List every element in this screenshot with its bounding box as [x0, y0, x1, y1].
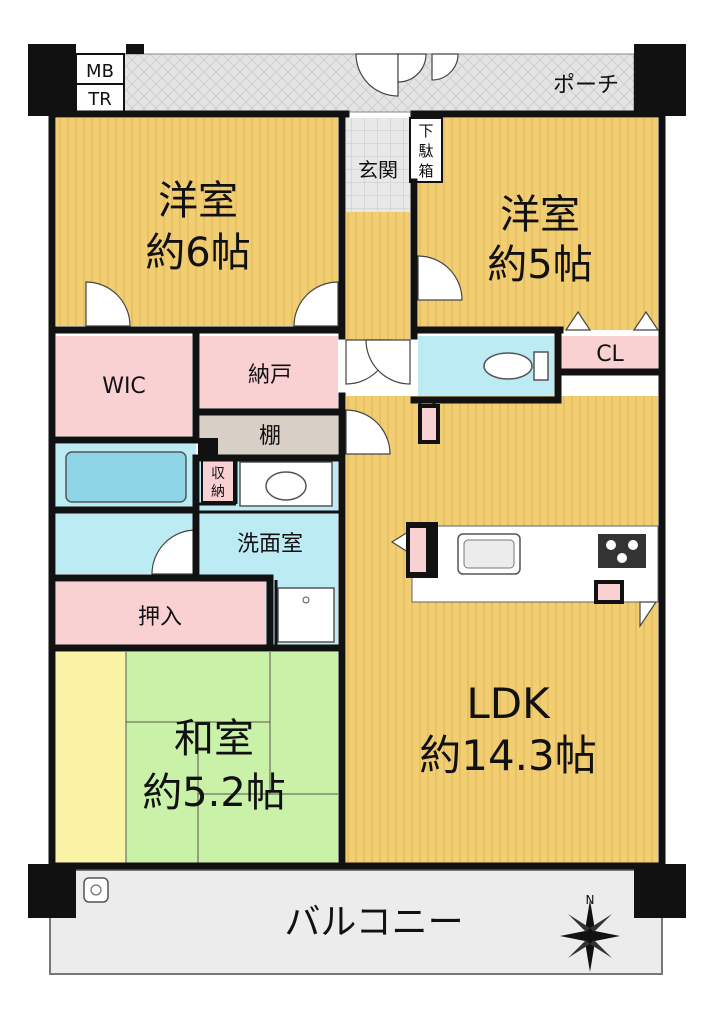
shuno-label-2: 納 — [211, 484, 225, 500]
door-swings — [85, 53, 660, 628]
washitsu-edge — [56, 652, 126, 864]
ldk-floor — [346, 396, 658, 864]
nando-room — [200, 336, 338, 408]
tr-label: TR — [87, 89, 112, 110]
pillars — [28, 44, 686, 918]
walls — [48, 110, 666, 870]
tana-label: 棚 — [259, 424, 281, 449]
cl-closet — [560, 336, 658, 370]
north-label: N — [586, 893, 595, 907]
western-right-label: 洋室 — [500, 192, 580, 238]
balcony-faucet-icon — [83, 877, 109, 903]
wic-label: WIC — [102, 374, 146, 399]
getabako-label-3: 箱 — [418, 162, 433, 180]
western-left-size: 約6帖 — [145, 230, 250, 276]
getabako-label-1: 下 — [418, 122, 433, 140]
washitsu-tatami — [126, 652, 338, 864]
ldk-size: 約14.3帖 — [419, 731, 597, 780]
cl-label: CL — [596, 342, 624, 367]
tatami-lines — [125, 652, 338, 864]
shuno-closet-top — [201, 459, 235, 503]
stove-icon — [598, 534, 646, 568]
washitsu-size: 約5.2帖 — [142, 770, 286, 816]
toilet-tank — [533, 351, 549, 381]
tana-shelf — [200, 408, 338, 458]
hallway-upper — [346, 212, 410, 340]
ldk-label: LDK — [466, 679, 551, 728]
mb-label: MB — [86, 61, 114, 82]
toilet-bowl — [483, 352, 533, 380]
oshiire-closet — [56, 582, 266, 646]
western-left-label: 洋室 — [158, 178, 238, 224]
washer-pan — [277, 587, 335, 643]
genkan-label: 玄関 — [358, 158, 398, 182]
sink-inner — [463, 539, 515, 569]
bathtub — [65, 451, 187, 503]
nando-label: 納戸 — [248, 363, 292, 388]
wic-room — [56, 336, 192, 436]
washitsu-label: 和室 — [174, 716, 254, 762]
compass-rose-icon — [560, 900, 620, 972]
porch-label: ポーチ — [553, 73, 619, 98]
getabako — [409, 117, 443, 183]
balcony-area — [49, 869, 663, 975]
sink-bowl — [265, 471, 307, 501]
washer-drain — [302, 596, 310, 604]
western-right-size: 約5帖 — [487, 242, 592, 288]
getabako-label-2: 駄 — [418, 142, 433, 160]
oshiire-label: 押入 — [138, 605, 182, 630]
washroom-label: 洗面室 — [237, 532, 303, 557]
balcony-label: バルコニー — [284, 902, 463, 943]
genkan-area — [346, 118, 410, 212]
shuno-label-1: 収 — [211, 466, 225, 482]
